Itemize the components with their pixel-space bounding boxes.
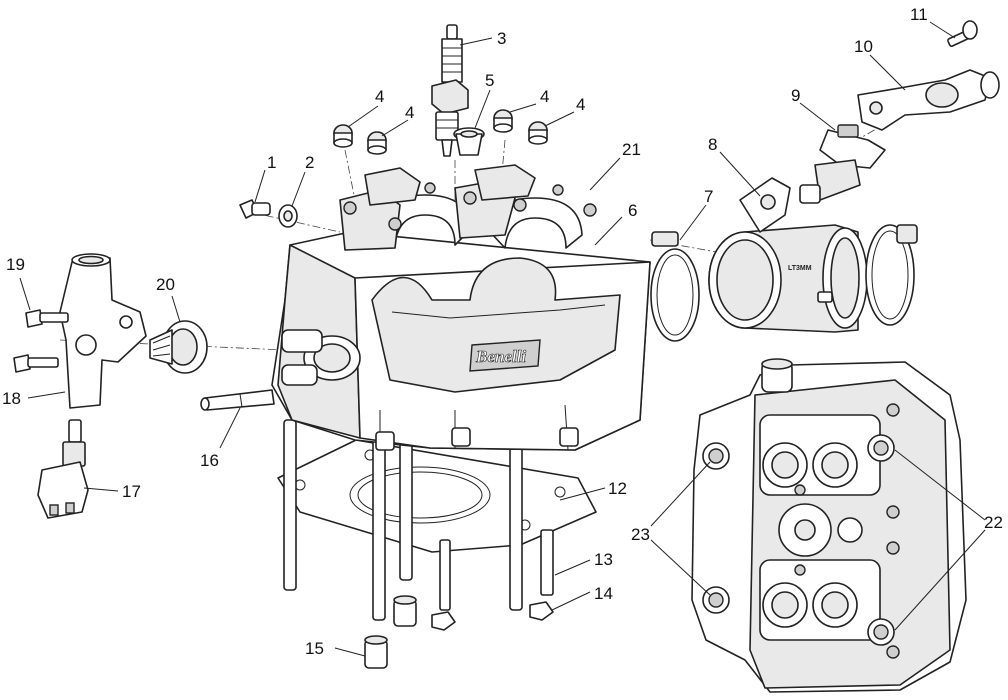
dowel-pins [439, 529, 554, 611]
thermostat-housing [13, 253, 147, 409]
spark-plug [431, 24, 469, 157]
callout-12: 12 [608, 479, 627, 498]
cylinder-head: Benelli [271, 164, 651, 451]
hose-clamp-rear [865, 224, 918, 326]
thermostat [149, 320, 208, 374]
callout-4-a: 4 [375, 87, 384, 106]
callout-21: 21 [622, 140, 641, 159]
callout-17: 17 [122, 482, 141, 501]
callout-4-d: 4 [576, 95, 585, 114]
hose-clamp-front [650, 231, 700, 342]
callout-1: 1 [267, 153, 276, 172]
callout-15: 15 [305, 639, 324, 658]
cylinder-studs [283, 419, 523, 621]
callout-22: 22 [984, 513, 1003, 532]
fuel-rail-bolt [947, 20, 978, 47]
callout-2: 2 [305, 153, 314, 172]
throttle-body: LT3MM [708, 177, 868, 333]
banjo-bolt-and-washer [239, 199, 298, 228]
callout-10: 10 [854, 37, 873, 56]
callout-20: 20 [156, 275, 175, 294]
brand-logo-text: Benelli [475, 347, 526, 366]
head-top-view-inset [691, 358, 967, 693]
spark-plug-seal [453, 127, 485, 156]
leader-lines [19, 21, 986, 657]
fuel-injector [799, 124, 886, 204]
callout-19: 19 [6, 255, 25, 274]
callout-8: 8 [708, 135, 717, 154]
callout-3: 3 [497, 29, 506, 48]
callout-11: 11 [910, 5, 928, 24]
temperature-sensor [37, 419, 89, 519]
cap-nuts [431, 601, 554, 631]
callout-9: 9 [791, 86, 800, 105]
callout-5: 5 [485, 71, 494, 90]
valve-shims [333, 109, 548, 155]
callout-labels: 1 2 3 4 4 4 4 5 6 7 8 9 10 11 12 13 14 1… [2, 5, 1003, 658]
callout-4-c: 4 [540, 87, 549, 106]
fuel-rail [857, 69, 1000, 131]
callout-16: 16 [200, 451, 219, 470]
throttle-body-marking: LT3MM [788, 265, 812, 272]
callout-13: 13 [594, 550, 613, 569]
callout-14: 14 [594, 584, 613, 603]
dowel-sleeves [364, 595, 417, 669]
breather-pipe [200, 389, 275, 411]
callout-18: 18 [2, 389, 21, 408]
callout-6: 6 [628, 201, 637, 220]
callout-4-b: 4 [405, 103, 414, 122]
callout-23: 23 [631, 525, 650, 544]
callout-7: 7 [704, 187, 713, 206]
